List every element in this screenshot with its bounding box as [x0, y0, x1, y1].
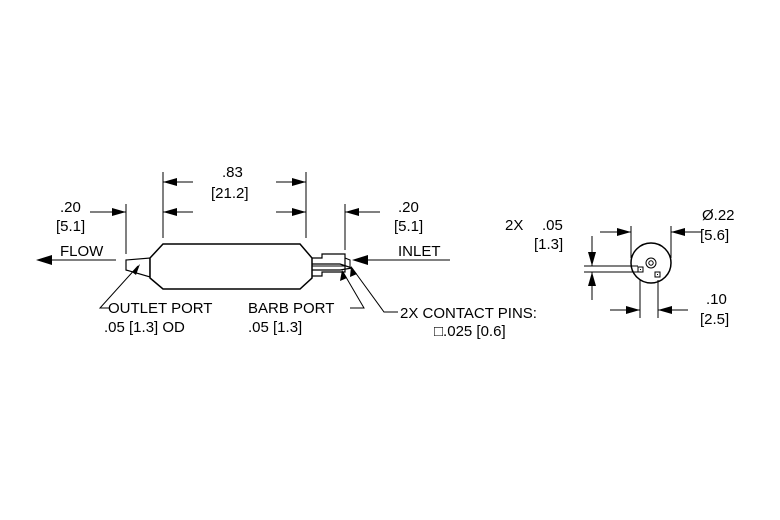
overall-length-inch: .83: [222, 164, 243, 181]
inlet-label: INLET: [398, 243, 441, 260]
barb-port-size: .05 [1.3]: [248, 319, 302, 336]
end-view-circle: [630, 242, 672, 284]
pin-width-prefix: 2X: [505, 217, 523, 234]
barb-leader: [342, 271, 365, 309]
port-ring-outer: [645, 257, 657, 269]
side-view: .83 [21.2] .20 [5.1] .20 [5.1] FLOW INLE…: [36, 164, 537, 340]
outlet-leader: [98, 265, 139, 309]
contact-pin: [312, 263, 353, 271]
barb-port-tube: [312, 253, 346, 277]
outlet-length-inch: .20: [60, 199, 81, 216]
pins-leader: [351, 267, 398, 313]
pin-width-mm: [1.3]: [534, 236, 563, 253]
sensor-body: [149, 243, 313, 290]
overall-length-mm: [21.2]: [211, 185, 249, 202]
barb-port-label: BARB PORT: [248, 300, 334, 317]
flow-label: FLOW: [60, 243, 104, 260]
contact-pins-size: □.025 [0.6]: [434, 323, 506, 340]
diameter-mm: [5.6]: [700, 227, 729, 244]
pin-spacing-inch: .10: [706, 291, 727, 308]
outlet-port-size: .05 [1.3] OD: [104, 319, 185, 336]
end-pin-left: [637, 266, 644, 273]
outlet-port-label: OUTLET PORT: [108, 300, 212, 317]
end-view: Ø.22 [5.6] 2X .05 [1.3] .10 [2.5]: [505, 207, 735, 328]
diameter-inch: Ø.22: [702, 207, 735, 224]
outlet-length-mm: [5.1]: [56, 218, 85, 235]
pin-width-inch: .05: [542, 217, 563, 234]
inlet-length-inch: .20: [398, 199, 419, 216]
pin-spacing-mm: [2.5]: [700, 311, 729, 328]
contact-pins-label: 2X CONTACT PINS:: [400, 305, 537, 322]
inlet-length-mm: [5.1]: [394, 218, 423, 235]
port-ring-inner: [648, 260, 654, 266]
end-pin-right: [654, 271, 661, 278]
